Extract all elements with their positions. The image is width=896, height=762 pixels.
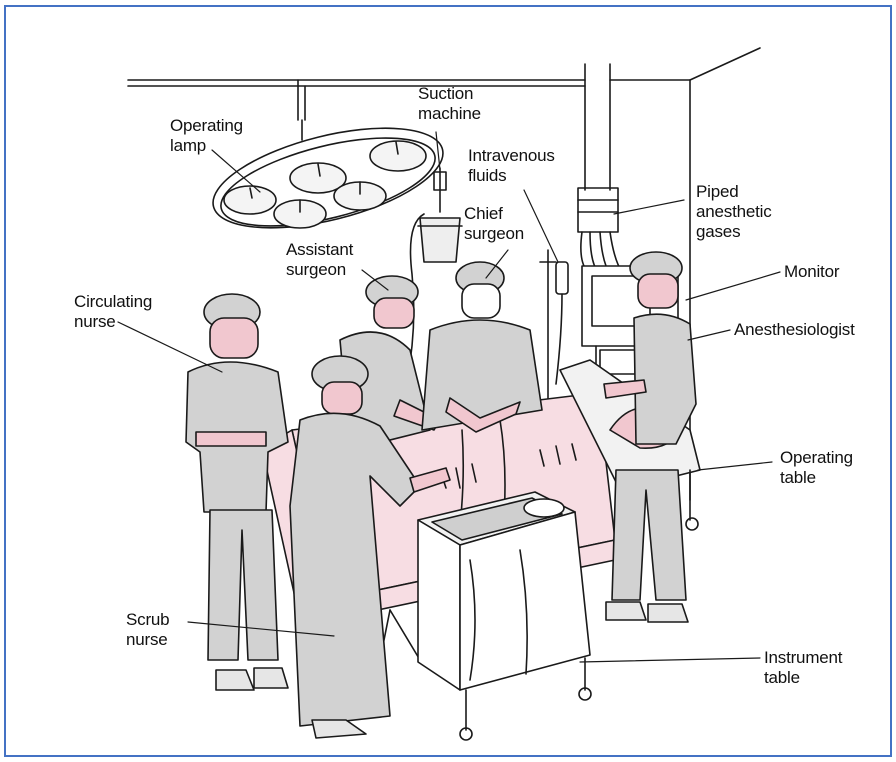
label-operating-lamp: Operating lamp	[170, 116, 243, 156]
label-operating-table: Operating table	[780, 448, 853, 488]
label-scrub-nurse: Scrub nurse	[126, 610, 169, 650]
label-instrument-table: Instrument table	[764, 648, 842, 688]
label-circulating-nurse: Circulating nurse	[74, 292, 152, 332]
chief-surgeon-drawing	[422, 262, 542, 432]
label-piped-anesthetic-gases: Piped anesthetic gases	[696, 182, 772, 242]
label-anesthesiologist: Anesthesiologist	[734, 320, 855, 340]
label-chief-surgeon: Chief surgeon	[464, 204, 524, 244]
label-intravenous-fluids: Intravenous fluids	[468, 146, 555, 186]
label-monitor: Monitor	[784, 262, 839, 282]
instrument-table-drawing	[418, 492, 591, 740]
label-assistant-surgeon: Assistant surgeon	[286, 240, 353, 280]
piped-gases-drawing	[578, 188, 622, 274]
label-suction-machine: Suction machine	[418, 84, 481, 124]
